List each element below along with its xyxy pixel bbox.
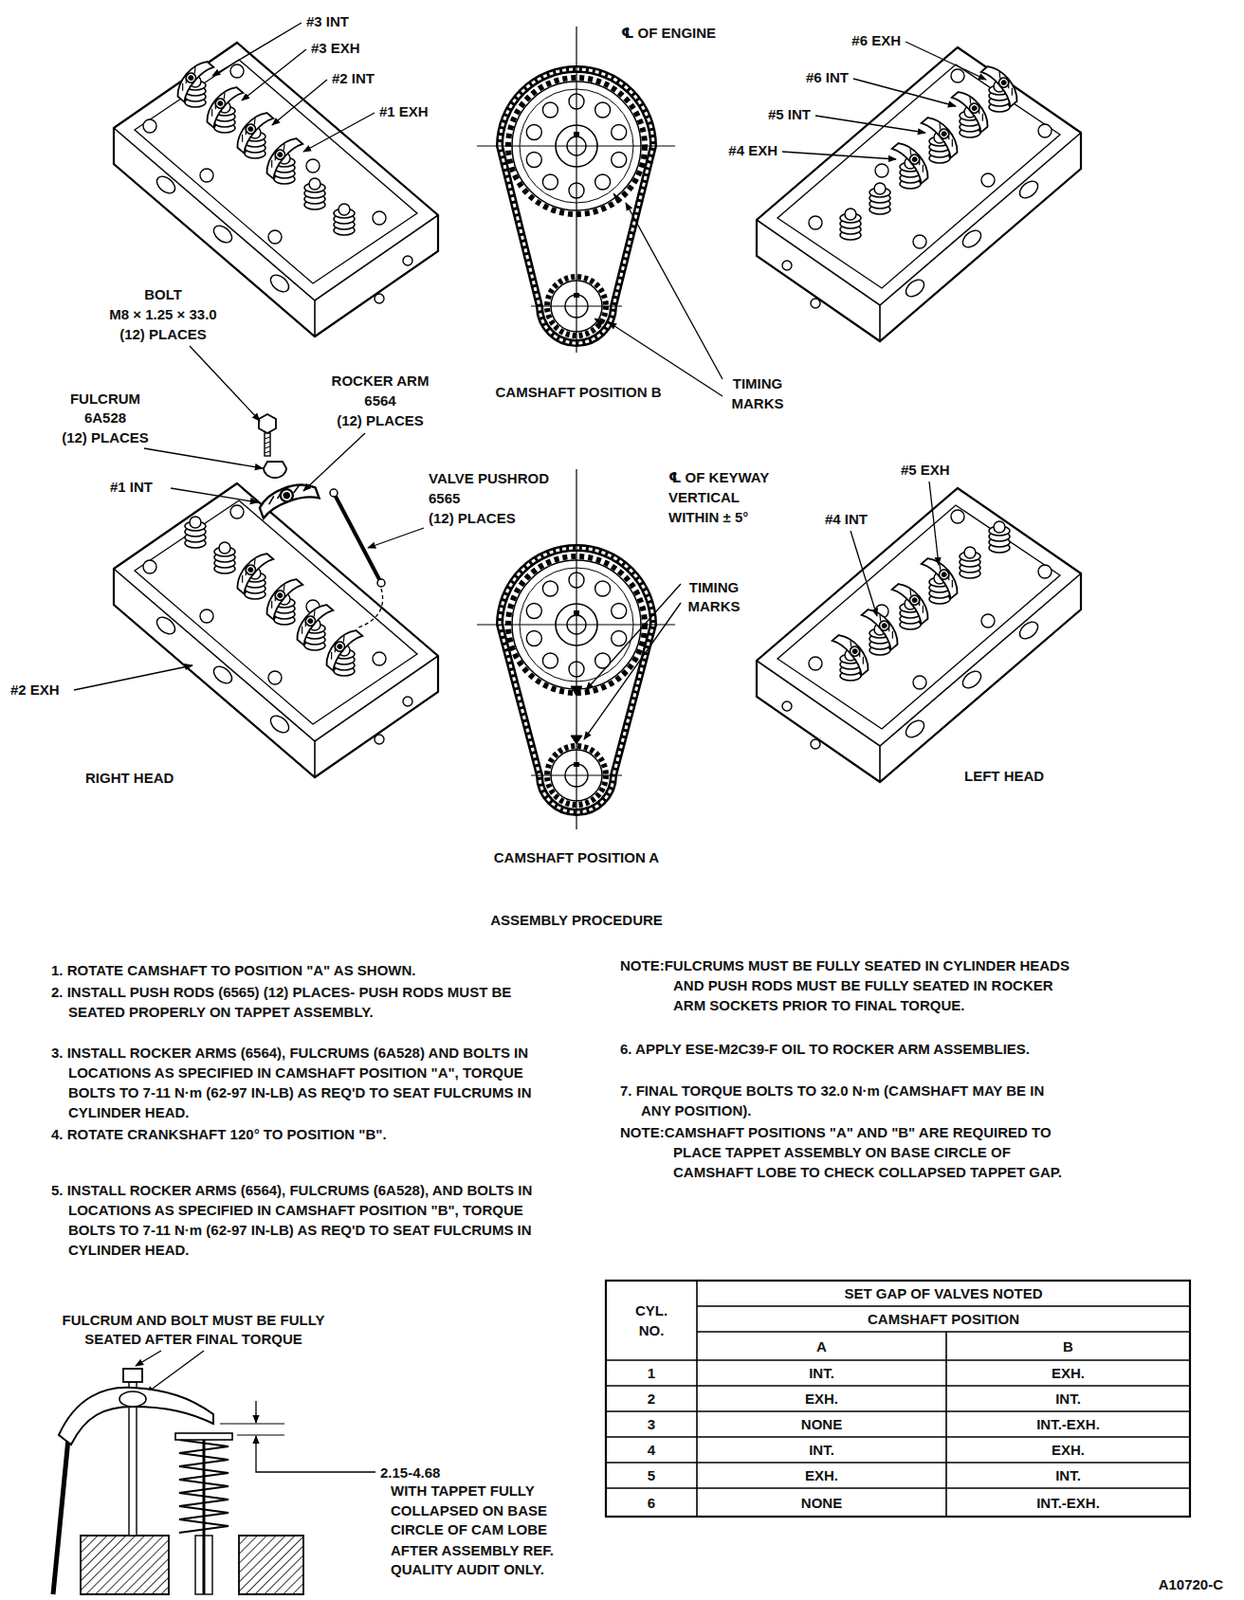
note-text: FULCRUM AND BOLT MUST BE FULLY bbox=[62, 1310, 326, 1331]
table-cell: INT.-EXH. bbox=[1036, 1414, 1100, 1435]
callout-label: MARKS bbox=[731, 393, 785, 414]
table-cell: CAMSHAFT POSITION bbox=[867, 1309, 1020, 1330]
table-cell: 1 bbox=[647, 1363, 656, 1384]
part-label: (12) PLACES bbox=[119, 324, 207, 345]
table-cell: CYL. NO. bbox=[627, 1300, 676, 1341]
callout-label: #4 INT bbox=[824, 509, 868, 530]
dimension-text: 2.15-4.68 bbox=[380, 1463, 440, 1483]
part-label: FULCRUM bbox=[70, 388, 141, 409]
callout-label: TIMING bbox=[732, 373, 784, 394]
cylinder-head bbox=[113, 42, 439, 337]
part-label: BOLT bbox=[144, 284, 183, 305]
table-cell: 6 bbox=[647, 1493, 656, 1514]
view-label: RIGHT HEAD bbox=[85, 768, 174, 788]
callout-label: #6 INT bbox=[805, 67, 849, 88]
table-cell: INT.-EXH. bbox=[1036, 1493, 1100, 1514]
table-cell: 2 bbox=[647, 1389, 656, 1409]
note-text: SEATED AFTER FINAL TORQUE bbox=[84, 1329, 302, 1350]
table-cell: 4 bbox=[647, 1440, 656, 1461]
centerline-label: ℄ OF KEYWAY bbox=[668, 467, 769, 488]
part-label: (12) PLACES bbox=[336, 410, 424, 431]
part-label: 6564 bbox=[364, 390, 396, 411]
note-text: AFTER ASSEMBLY REF. bbox=[390, 1540, 554, 1561]
callout-label: #1 EXH bbox=[379, 101, 429, 122]
callout-label: #5 EXH bbox=[900, 459, 951, 480]
table-cell: B bbox=[1062, 1336, 1074, 1357]
table-cell: EXH. bbox=[1051, 1440, 1085, 1461]
callout-label: #5 INT bbox=[768, 104, 811, 125]
note-text: CIRCLE OF CAM LOBE bbox=[390, 1519, 548, 1540]
callout-label: #3 EXH bbox=[311, 37, 361, 58]
view-label: LEFT HEAD bbox=[964, 766, 1044, 787]
part-label: (12) PLACES bbox=[61, 427, 149, 448]
table-cell: 5 bbox=[647, 1465, 656, 1486]
part-label: 6565 bbox=[428, 488, 460, 509]
step-text: 7. FINAL TORQUE BOLTS TO 32.0 N·m (CAMSH… bbox=[620, 1080, 1072, 1121]
callout-label: #6 EXH bbox=[851, 30, 901, 51]
view-label: CAMSHAFT POSITION A bbox=[493, 847, 659, 868]
view-label: CAMSHAFT POSITION B bbox=[495, 382, 662, 403]
step-text: 4. ROTATE CRANKSHAFT 120° TO POSITION "B… bbox=[51, 1124, 545, 1145]
valve-section bbox=[53, 1369, 376, 1595]
note-text: NOTE:CAMSHAFT POSITIONS "A" AND "B" ARE … bbox=[620, 1122, 1072, 1183]
centerline-label: ℄ OF ENGINE bbox=[621, 22, 716, 43]
table-cell: EXH. bbox=[804, 1389, 839, 1409]
callout-label: TIMING bbox=[689, 577, 740, 598]
table-grid bbox=[605, 1280, 1190, 1518]
table-cell: EXH. bbox=[804, 1465, 839, 1486]
figure-id: A10720-C bbox=[1158, 1574, 1224, 1595]
section-title: ASSEMBLY PROCEDURE bbox=[490, 910, 663, 931]
callout-label: #2 INT bbox=[331, 68, 375, 89]
part-label: (12) PLACES bbox=[428, 508, 516, 529]
cylinder-head bbox=[113, 483, 439, 778]
cylinder-head bbox=[756, 488, 1081, 783]
timing-set bbox=[476, 26, 676, 353]
table-cell: INT. bbox=[808, 1440, 835, 1461]
part-label: ROCKER ARM bbox=[331, 370, 430, 391]
exploded-parts bbox=[256, 414, 385, 628]
note-text: COLLAPSED ON BASE bbox=[390, 1500, 548, 1521]
table-cell: NONE bbox=[801, 1493, 842, 1514]
note-text: WITH TAPPET FULLY bbox=[390, 1481, 535, 1501]
callout-label: #3 INT bbox=[306, 11, 349, 32]
table-cell: INT. bbox=[1055, 1389, 1081, 1409]
step-text: 1. ROTATE CAMSHAFT TO POSITION "A" AS SH… bbox=[51, 960, 545, 981]
step-text: 5. INSTALL ROCKER ARMS (6564), FULCRUMS … bbox=[51, 1180, 545, 1261]
table-cell: 3 bbox=[647, 1414, 656, 1435]
note-text: NOTE:FULCRUMS MUST BE FULLY SEATED IN CY… bbox=[620, 955, 1072, 1016]
part-label: 6A528 bbox=[84, 407, 127, 428]
table-cell: A bbox=[816, 1336, 827, 1357]
part-label: M8 × 1.25 × 33.0 bbox=[109, 304, 217, 325]
centerline-label: VERTICAL bbox=[668, 487, 740, 508]
callout-label: MARKS bbox=[688, 596, 741, 617]
callout-label: #2 EXH bbox=[10, 679, 60, 700]
step-text: 2. INSTALL PUSH RODS (6565) (12) PLACES-… bbox=[51, 982, 545, 1023]
callout-label: #1 INT bbox=[109, 476, 153, 497]
centerline-label: WITHIN ± 5° bbox=[668, 507, 749, 528]
note-text: QUALITY AUDIT ONLY. bbox=[390, 1559, 545, 1580]
callout-label: #4 EXH bbox=[728, 140, 778, 161]
part-label: VALVE PUSHROD bbox=[428, 468, 549, 489]
step-text: 6. APPLY ESE-M2C39-F OIL TO ROCKER ARM A… bbox=[620, 1039, 1072, 1060]
table-cell: EXH. bbox=[1051, 1363, 1085, 1384]
table-cell: INT. bbox=[808, 1363, 835, 1384]
table-cell: INT. bbox=[1055, 1465, 1081, 1486]
table-cell: NONE bbox=[801, 1414, 842, 1435]
step-text: 3. INSTALL ROCKER ARMS (6564), FULCRUMS … bbox=[51, 1042, 545, 1123]
cylinder-head bbox=[756, 47, 1081, 342]
table-cell: SET GAP OF VALVES NOTED bbox=[843, 1283, 1043, 1304]
